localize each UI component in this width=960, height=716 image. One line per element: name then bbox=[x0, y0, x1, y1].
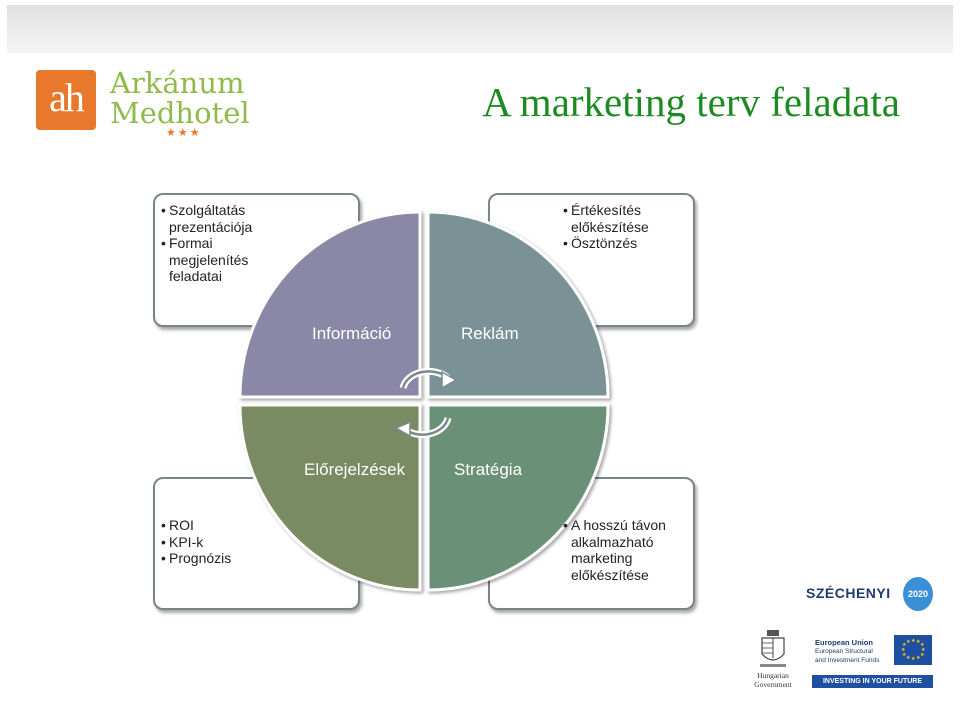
svg-text:★: ★ bbox=[920, 652, 925, 658]
logo-name-line2: Medhotel bbox=[110, 96, 250, 130]
hungarian-government-logo: Hungarian Government bbox=[740, 628, 806, 692]
bullet-item: Szolgáltatás prezentációja bbox=[161, 202, 281, 235]
quadrant-advertising bbox=[426, 210, 610, 399]
eu-banner: INVESTING IN YOUR FUTURE bbox=[812, 675, 933, 688]
slide-title: A marketing terv feladata bbox=[482, 79, 900, 125]
bullet-list-strategy: A hosszú távon alkalmazható marketing el… bbox=[563, 517, 693, 583]
svg-text:★: ★ bbox=[901, 647, 906, 653]
svg-text:★: ★ bbox=[916, 655, 921, 661]
logo-name-line1: Arkánum bbox=[110, 66, 245, 100]
bullet-list-information: Szolgáltatás prezentációja Formai megjel… bbox=[161, 202, 281, 285]
svg-text:★: ★ bbox=[911, 638, 916, 644]
quadrant-label-strategy: Stratégia bbox=[454, 460, 523, 479]
szechenyi-2020-logo: SZÉCHENYI 2020 bbox=[806, 577, 936, 615]
svg-text:★: ★ bbox=[916, 639, 921, 645]
bullet-item: A hosszú távon alkalmazható marketing el… bbox=[563, 517, 693, 583]
szechenyi-text: SZÉCHENYI bbox=[806, 585, 891, 601]
quadrant-information bbox=[238, 210, 422, 399]
svg-text:★: ★ bbox=[902, 642, 907, 648]
coat-of-arms-icon bbox=[760, 630, 786, 667]
svg-text:★: ★ bbox=[911, 656, 916, 662]
quadrant-forecasts bbox=[238, 403, 422, 592]
gov-text-line1: Hungarian bbox=[757, 671, 789, 680]
quadrant-label-advertising: Reklám bbox=[461, 324, 519, 343]
arkanum-medhotel-logo: ah Arkánum Medhotel ★★★ bbox=[36, 68, 266, 140]
svg-text:★: ★ bbox=[906, 655, 911, 661]
bullet-item: ROI bbox=[161, 517, 281, 534]
logo-stars: ★★★ bbox=[166, 127, 202, 139]
bullet-item: Prognózis bbox=[161, 550, 281, 567]
bullet-item: Ösztönzés bbox=[563, 235, 683, 252]
svg-text:★: ★ bbox=[921, 647, 926, 653]
eu-flag-icon: ★★★ ★★★ ★★★ ★★★ bbox=[894, 635, 932, 665]
bullet-item: Formai megjelenítés feladatai bbox=[161, 235, 281, 285]
szechenyi-badge: 2020 bbox=[903, 577, 933, 611]
svg-text:★: ★ bbox=[906, 639, 911, 645]
eu-text-line3: and Investment Funds bbox=[815, 657, 880, 664]
logo-monogram: ah bbox=[36, 70, 96, 130]
bullet-list-forecasts: ROI KPI-k Prognózis bbox=[161, 517, 281, 567]
bullet-list-advertising: Értékesítés előkészítése Ösztönzés bbox=[563, 202, 683, 252]
eu-text-line1: European Union bbox=[815, 638, 873, 647]
svg-text:★: ★ bbox=[920, 642, 925, 648]
svg-text:★: ★ bbox=[902, 652, 907, 658]
bullet-item: Értékesítés előkészítése bbox=[563, 202, 683, 235]
quadrant-strategy bbox=[426, 403, 610, 592]
quadrant-label-forecasts: Előrejelzések bbox=[304, 460, 406, 479]
quadrant-label-information: Információ bbox=[312, 324, 392, 343]
eu-text-line2: European Structural bbox=[815, 648, 873, 655]
bullet-item: KPI-k bbox=[161, 534, 281, 551]
eu-funds-logo: European Union European Structural and I… bbox=[812, 635, 933, 691]
header-bar bbox=[7, 5, 953, 53]
gov-text-line2: Government bbox=[754, 679, 792, 689]
